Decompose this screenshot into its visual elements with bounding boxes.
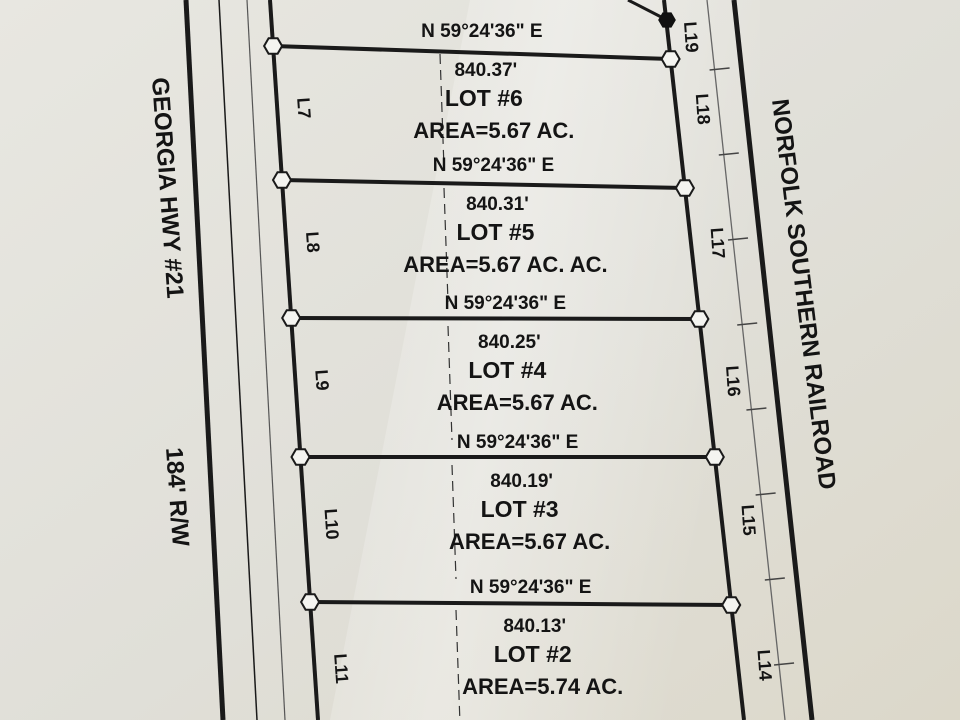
- lot-name: LOT #2: [494, 641, 572, 667]
- top-segment-label: L19: [680, 21, 702, 53]
- lot-center-dash: [443, 187, 449, 303]
- railroad-tick: [773, 662, 795, 666]
- lot-line-bearing: N 59°24'36" E: [457, 432, 578, 453]
- lot-line-distance: 840.19': [490, 471, 553, 492]
- lot-line-distance: 840.13': [503, 616, 566, 637]
- left-segment-label: L10: [320, 508, 342, 540]
- lot-line-distance: 840.37': [454, 60, 517, 81]
- lot-name: LOT #3: [481, 496, 559, 522]
- lot-name: LOT #6: [445, 85, 523, 111]
- lot-line-distance: 840.25': [478, 332, 541, 353]
- left-segment-label: L8: [302, 231, 323, 253]
- lot-labels: N 59°24'36" E 840.37' LOT #6 AREA=5.67 AC. L…: [293, 21, 776, 699]
- lot-area: AREA=5.67 AC. AC.: [403, 252, 607, 277]
- lot-name: LOT #4: [468, 357, 546, 383]
- railroad-tick: [755, 492, 776, 496]
- lot-area: AREA=5.67 AC.: [449, 529, 610, 554]
- lot-area: AREA=5.67 AC.: [437, 390, 598, 415]
- right-corner-monument: [660, 50, 681, 68]
- highway-centerline: [218, 0, 258, 720]
- left-segment-label: L9: [311, 369, 332, 391]
- corner-monuments: [262, 12, 742, 614]
- left-corner-monument: [262, 37, 284, 55]
- left-segment-label: L11: [330, 653, 352, 684]
- lot-line-distance: 840.31': [466, 194, 529, 215]
- railroad-edge-line: [731, 0, 815, 720]
- lot-line: [273, 44, 671, 61]
- right-corner-monument: [721, 596, 742, 614]
- lot-line-bearing: N 59°24'36" E: [470, 577, 591, 598]
- lot-line: [281, 178, 685, 190]
- railroad-tick: [746, 407, 767, 411]
- highway-edge-line: [183, 0, 226, 720]
- left-corner-monument: [290, 448, 311, 466]
- lot-center-dash: [455, 609, 461, 720]
- right-segment-label: L15: [737, 504, 759, 536]
- left-corner-monument: [299, 593, 321, 611]
- railroad-lines: [706, 0, 815, 720]
- lot-area: AREA=5.74 AC.: [462, 674, 623, 699]
- highway-row-line: [246, 0, 286, 720]
- paper-glare: [330, 0, 760, 720]
- lot-name: LOT #5: [456, 219, 534, 245]
- railroad-ticks: [709, 67, 795, 666]
- railroad-tick: [764, 577, 785, 581]
- right-segment-label: L17: [707, 227, 729, 259]
- left-corner-monument: [281, 309, 302, 327]
- right-segment-label: L18: [692, 93, 714, 125]
- railroad-tick: [709, 67, 730, 71]
- railroad-tick: [727, 237, 749, 241]
- right-corner-monument: [704, 448, 725, 466]
- highway-row-lines: [183, 0, 286, 720]
- lot-center-dash: [447, 325, 453, 441]
- railroad-tick: [737, 322, 758, 326]
- lot-line: [310, 600, 732, 607]
- left-segment-label: L7: [293, 97, 314, 119]
- lot-line-bearing: N 59°24'36" E: [433, 155, 554, 176]
- left-corner-monument: [271, 171, 293, 189]
- lot-center-dash: [451, 464, 457, 580]
- lot-line-bearing: N 59°24'36" E: [421, 21, 542, 42]
- right-corner-monument: [689, 310, 710, 328]
- railroad-tick: [718, 152, 739, 156]
- railroad-track-line: [706, 0, 786, 720]
- right-segment-label: L16: [722, 365, 744, 397]
- top-corner-monument: [658, 12, 676, 28]
- lot-line: [291, 316, 700, 321]
- right-corner-monument: [674, 179, 696, 197]
- lot-area: AREA=5.67 AC.: [413, 118, 574, 143]
- right-segment-label: L14: [754, 649, 776, 681]
- lot-center-dash: [439, 53, 445, 169]
- lot-line-bearing: N 59°24'36" E: [445, 293, 566, 314]
